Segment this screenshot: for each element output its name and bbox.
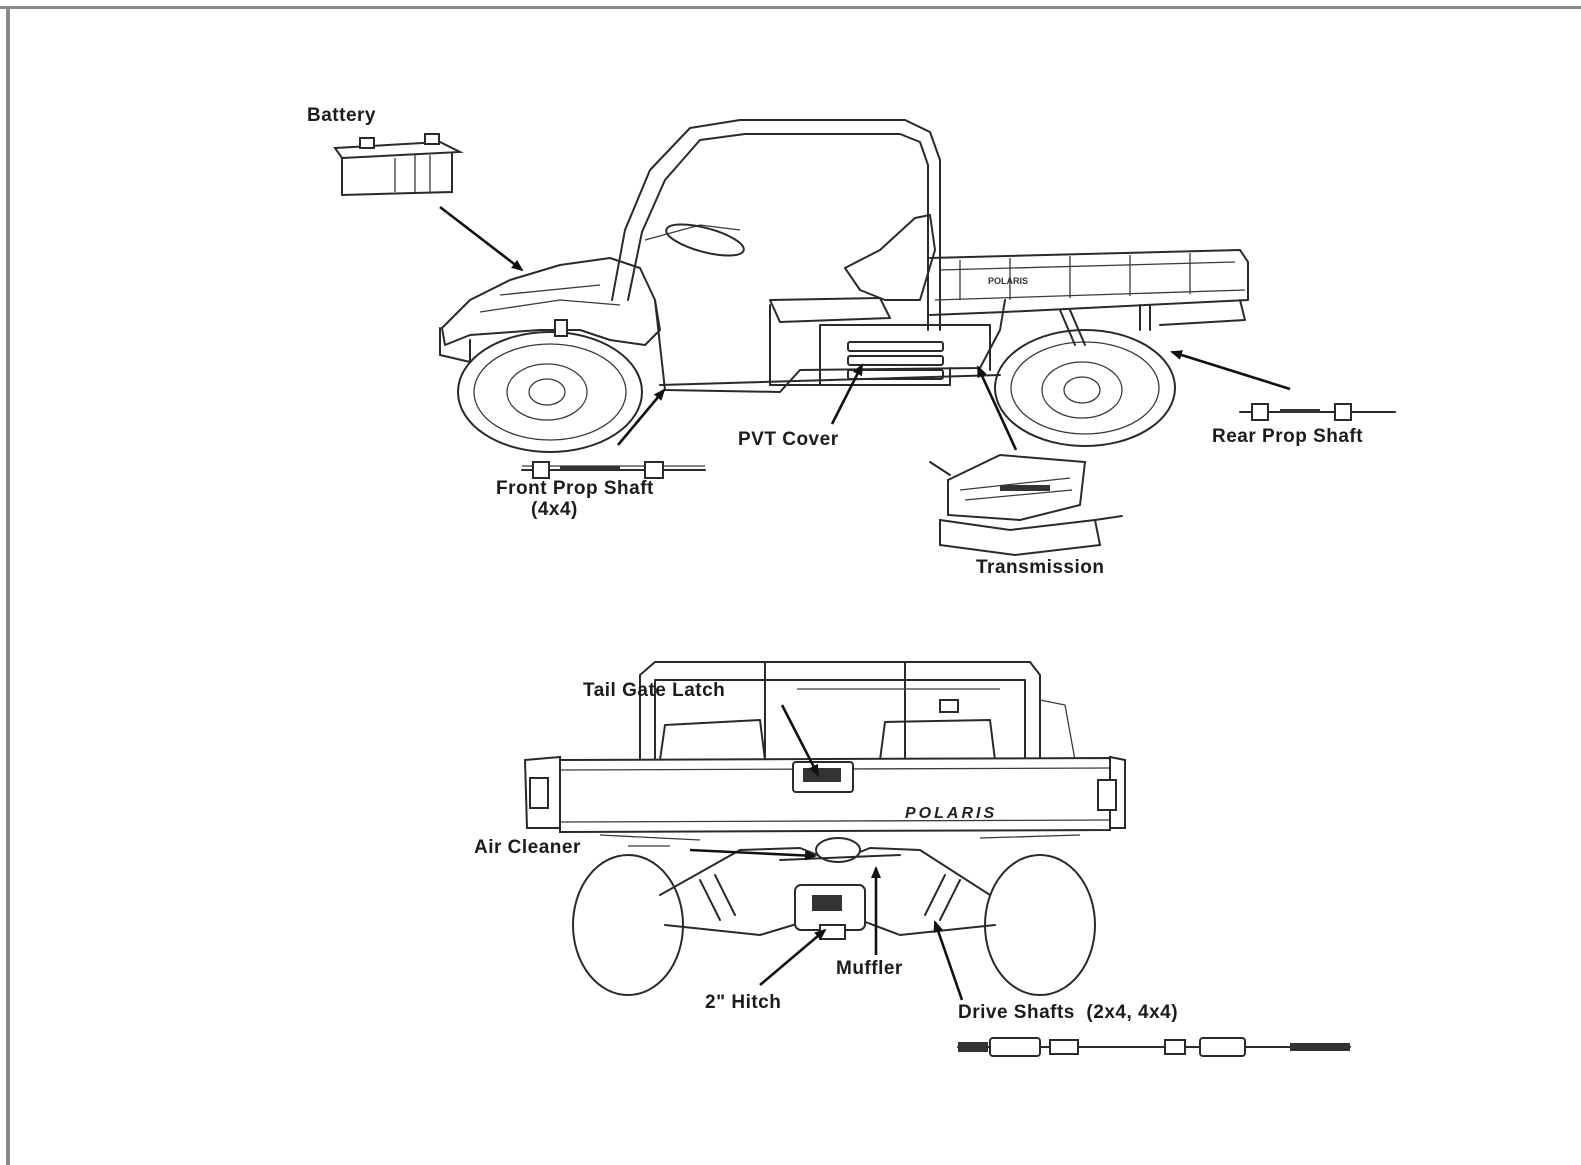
drive-shafts-pointer-arrow [933,920,964,1001]
front-prop-shaft-illustration [521,461,706,479]
frame-left-border [6,6,10,1165]
transmission-pointer-arrow [976,365,1018,451]
battery-pointer-arrow [439,205,524,272]
side-brand-text: POLARIS [988,276,1028,286]
label-muffler: Muffler [836,958,903,979]
rear-left-wheel [572,854,684,996]
pvt-cover-pointer-arrow [830,363,864,425]
label-drive-shafts: Drive Shafts (2x4, 4x4) [958,1002,1178,1023]
label-hitch: 2" Hitch [705,992,781,1013]
front-prop-shaft-pointer-arrow [617,388,666,446]
hitch-pointer-arrow [759,928,827,986]
label-tail-gate-latch: Tail Gate Latch [583,680,725,701]
air-cleaner-pointer-arrow [689,848,817,861]
label-air-cleaner: Air Cleaner [474,837,581,858]
label-front-prop-shaft-note: (4x4) [531,499,578,520]
label-rear-prop-shaft: Rear Prop Shaft [1212,426,1363,447]
front-wheel [457,331,643,453]
rear-right-wheel [984,854,1096,996]
rear-prop-shaft-pointer-arrow [1170,350,1291,391]
drive-shafts-illustration [957,1037,1351,1057]
tail-gate-latch-pointer-arrow [780,704,820,777]
label-battery: Battery [307,105,376,126]
transmission-illustration [929,453,1123,557]
rear-prop-shaft-illustration [1239,403,1396,421]
rear-view-vehicle: POLARIS [523,661,1126,996]
rear-brand-text: POLARIS [905,805,997,822]
side-view-vehicle: POLARIS [439,119,1249,453]
frame-top-border [0,6,1581,9]
label-front-prop-shaft: Front Prop Shaft [496,478,654,499]
rear-wheel [994,329,1176,447]
battery-illustration [333,133,464,197]
label-transmission: Transmission [976,557,1105,578]
label-pvt-cover: PVT Cover [738,429,839,450]
